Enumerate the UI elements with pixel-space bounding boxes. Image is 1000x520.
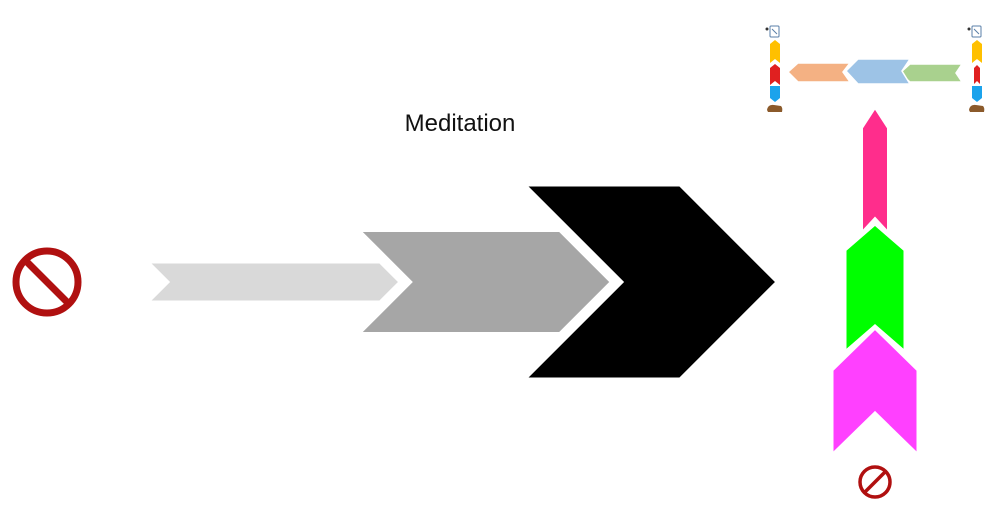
prohibit-icon-left (12, 247, 82, 317)
diagram-title: Meditation (404, 110, 516, 137)
tablet-icon (765, 25, 780, 38)
mini-post-left (765, 25, 783, 112)
vertical-chevron-pink (861, 106, 889, 235)
mini-chevron-blue (844, 58, 912, 85)
chevron-light (144, 260, 403, 304)
shoe-icon (969, 104, 985, 112)
shoe-icon (767, 104, 783, 112)
chevron-dark (521, 183, 780, 381)
mini-chevron-green (898, 63, 964, 83)
tablet-icon (967, 25, 982, 38)
vertical-chevron-magenta (830, 325, 920, 459)
prohibit-icon-bottom (858, 465, 892, 499)
chevron-mid (353, 228, 615, 336)
mini-chevron-orange (786, 62, 852, 83)
mini-post-right (967, 25, 985, 112)
vertical-chevron-green (843, 222, 907, 356)
